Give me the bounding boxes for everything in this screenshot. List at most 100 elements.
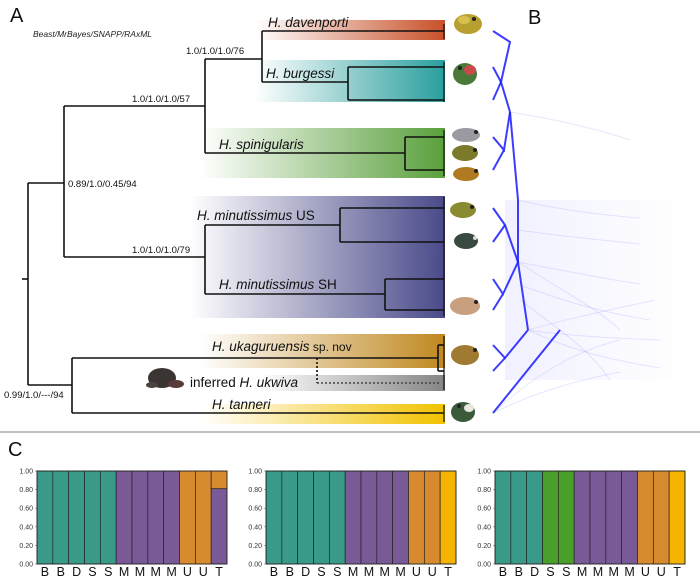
bar-segment-teal bbox=[52, 470, 70, 565]
bar-segment-purple bbox=[621, 470, 638, 565]
network-line-6 bbox=[509, 111, 519, 201]
frog-photo-tanneri bbox=[451, 402, 475, 422]
bar-segment-yellow bbox=[668, 470, 686, 565]
bar-segment-orange bbox=[423, 470, 441, 565]
network-line-14 bbox=[492, 357, 506, 372]
bar-segment-purple bbox=[115, 470, 133, 565]
y-tick-label: 1.00 bbox=[248, 469, 262, 476]
bg-ukwiva bbox=[260, 375, 445, 391]
frog-photo-spinigularis-3 bbox=[453, 167, 479, 181]
y-tick-label: 0.00 bbox=[477, 562, 491, 569]
category-label: S bbox=[333, 565, 341, 579]
category-label: U bbox=[657, 565, 666, 579]
taxon-label-spinigularis: H. spinigularis bbox=[219, 137, 304, 152]
category-label: T bbox=[444, 565, 452, 579]
taxon-label-ukaguruensis: H. ukaguruensis sp. nov bbox=[212, 339, 352, 354]
taxon-name-minutissimus-sh: H. minutissimus bbox=[219, 277, 315, 292]
bar-segment-teal bbox=[36, 470, 54, 565]
category-label: M bbox=[151, 565, 161, 579]
category-label: M bbox=[166, 565, 176, 579]
taxon-name-ukwiva: H. ukwiva bbox=[240, 375, 299, 390]
support-minutissimus: 1.0/1.0/1.0/79 bbox=[132, 245, 190, 256]
y-tick-label: 0.40 bbox=[19, 524, 33, 531]
snapp-network bbox=[492, 30, 685, 414]
frog-photo-ukwiva-specimen bbox=[146, 368, 184, 388]
network-fuzz-8 bbox=[509, 111, 631, 141]
bar-segment-orange bbox=[179, 470, 196, 565]
bar-segment-teal bbox=[265, 470, 283, 565]
bar-segment-purple bbox=[573, 470, 591, 565]
support-clade1: 1.0/1.0/1.0/57 bbox=[132, 94, 190, 105]
category-label: S bbox=[88, 565, 96, 579]
category-label: U bbox=[641, 565, 650, 579]
frog-photo-spinigularis-2 bbox=[452, 145, 478, 161]
taxon-label-minutissimus-us: H. minutissimus US bbox=[197, 208, 315, 223]
network-line-4 bbox=[492, 111, 511, 153]
frog-photo-burgessi bbox=[453, 63, 477, 85]
y-tick-label: 0.60 bbox=[19, 506, 33, 513]
bar-segment-green bbox=[542, 470, 559, 565]
panel-letter-c: C bbox=[8, 439, 22, 461]
bar-segment-purple bbox=[163, 470, 180, 565]
category-label: B bbox=[286, 565, 294, 579]
category-label: M bbox=[135, 565, 145, 579]
bar-segment-purple bbox=[589, 470, 607, 565]
bar-segment-teal bbox=[297, 470, 314, 565]
y-tick-label: 1.00 bbox=[477, 469, 491, 476]
category-label: B bbox=[41, 565, 49, 579]
bar-segment-teal bbox=[68, 470, 85, 565]
methods-label: Beast/MrBayes/SNAPP/RAxML bbox=[33, 29, 152, 39]
category-label: M bbox=[119, 565, 129, 579]
category-label: S bbox=[317, 565, 325, 579]
y-tick-label: 0.80 bbox=[248, 487, 262, 494]
bar-segment-orange bbox=[408, 470, 425, 565]
bg-tanneri bbox=[200, 404, 445, 424]
taxon-label-minutissimus-sh: H. minutissimus SH bbox=[219, 277, 337, 292]
frog-photo-minutissimus-2 bbox=[454, 233, 478, 249]
category-label: U bbox=[183, 565, 192, 579]
bar-segment-teal bbox=[84, 470, 101, 565]
taxon-name-davenporti: H. davenporti bbox=[268, 15, 349, 30]
bg-davenporti bbox=[255, 20, 445, 40]
network-line-5 bbox=[492, 149, 505, 171]
category-label: M bbox=[593, 565, 603, 579]
taxon-name-burgessi: H. burgessi bbox=[266, 66, 335, 81]
y-tick-label: 0.80 bbox=[477, 487, 491, 494]
frog-photo-davenporti bbox=[454, 14, 482, 34]
category-label: M bbox=[380, 565, 390, 579]
category-label: S bbox=[562, 565, 570, 579]
support-main: 0.89/1.0/0.45/94 bbox=[68, 179, 137, 190]
taxon-label-ukwiva: inferred H. ukwiva bbox=[190, 375, 299, 390]
support-davenporti-burgessi: 1.0/1.0/1.0/76 bbox=[186, 46, 244, 57]
y-tick-label: 0.20 bbox=[19, 543, 33, 550]
network-glow bbox=[505, 200, 685, 380]
taxon-name-spinigularis: H. spinigularis bbox=[219, 137, 304, 152]
bar-segment-purple bbox=[147, 470, 165, 565]
category-label: D bbox=[530, 565, 539, 579]
frog-photo-spinigularis-1 bbox=[452, 128, 480, 142]
panel-letter-a: A bbox=[10, 5, 24, 27]
bar-segment-purple bbox=[392, 470, 409, 565]
y-tick-label: 0.60 bbox=[477, 506, 491, 513]
category-label: M bbox=[395, 565, 405, 579]
taxon-label-davenporti: H. davenporti bbox=[268, 15, 349, 30]
category-label: M bbox=[609, 565, 619, 579]
bar-segment-teal bbox=[313, 470, 330, 565]
frog-photo-minutissimus-1 bbox=[450, 202, 476, 218]
category-label: B bbox=[499, 565, 507, 579]
bar-segment-purple bbox=[376, 470, 394, 565]
category-label: M bbox=[577, 565, 587, 579]
bar-segment-purple bbox=[360, 470, 378, 565]
y-tick-label: 0.20 bbox=[477, 543, 491, 550]
chart-frame bbox=[36, 470, 228, 565]
category-label: M bbox=[364, 565, 374, 579]
frog-photo-ukaguruensis bbox=[451, 345, 479, 365]
bar-segment-teal bbox=[510, 470, 528, 565]
y-tick-label: 0.40 bbox=[248, 524, 262, 531]
category-label: S bbox=[104, 565, 112, 579]
y-tick-label: 0.20 bbox=[248, 543, 262, 550]
